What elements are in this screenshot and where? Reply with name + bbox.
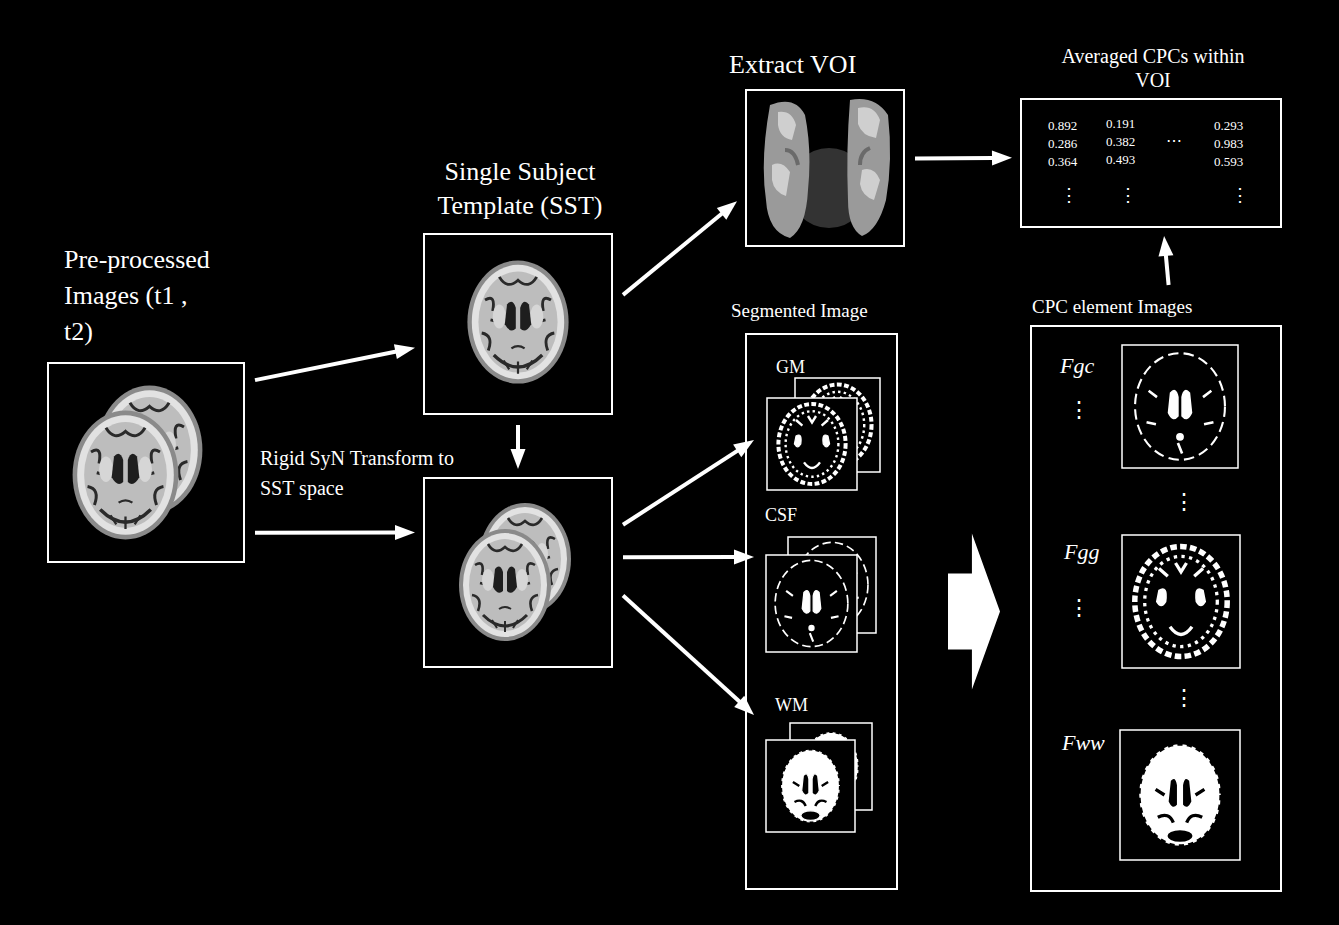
connector-line bbox=[623, 450, 738, 524]
connector bbox=[623, 201, 737, 295]
arrow-head bbox=[395, 525, 415, 540]
cpc-element: Fww bbox=[1058, 727, 1243, 863]
node-heading: GM bbox=[776, 356, 805, 378]
table-cell: 0.493 bbox=[1106, 153, 1135, 167]
connector bbox=[623, 595, 754, 714]
node-heading: Segmented Image bbox=[731, 299, 961, 323]
arrow-head bbox=[511, 449, 526, 469]
node-heading: Fww bbox=[1062, 729, 1105, 757]
node-heading: Pre-processed Images (t1 , t2) bbox=[64, 242, 216, 350]
ellipsis-mark: ⋮ bbox=[1060, 186, 1078, 206]
brain-images bbox=[73, 260, 571, 641]
cpc-images bbox=[1120, 345, 1240, 860]
arrow-head bbox=[992, 150, 1012, 165]
table-cell: 0.286 bbox=[1048, 137, 1077, 151]
table-cell: 0.892 bbox=[1048, 119, 1077, 133]
arrow-head bbox=[733, 440, 754, 457]
connector bbox=[255, 344, 415, 380]
voi-box: Extract VOI bbox=[745, 89, 905, 247]
arrow-head bbox=[734, 550, 754, 565]
cpc-panel: CPC element ImagesFgcFggFww bbox=[1030, 325, 1282, 892]
node-heading: WM bbox=[775, 694, 808, 716]
image-box: Pre-processed Images (t1 , t2) bbox=[47, 362, 245, 563]
block-arrow bbox=[948, 534, 1000, 690]
ellipsis-mark: ⋮ bbox=[1173, 686, 1195, 710]
node-heading: Fgc bbox=[1060, 352, 1094, 380]
table-cell: 0.593 bbox=[1214, 155, 1243, 169]
node-heading: CSF bbox=[765, 504, 797, 526]
connector bbox=[948, 534, 1000, 690]
registered-box: Rigid SyN Transform to SST space bbox=[423, 477, 613, 668]
node-heading: CPC element Images bbox=[1032, 295, 1292, 319]
connector bbox=[255, 525, 415, 540]
connector bbox=[915, 150, 1012, 165]
node-heading: Fgg bbox=[1064, 538, 1099, 566]
connector bbox=[511, 425, 526, 469]
segment-group: GM bbox=[762, 352, 884, 494]
table-cell: 0.983 bbox=[1214, 137, 1243, 151]
connector bbox=[623, 440, 754, 525]
connector bbox=[1158, 236, 1173, 285]
connector-line bbox=[255, 530, 396, 534]
table-cell: 0.364 bbox=[1048, 155, 1077, 169]
template-box: Single Subject Template (SST) bbox=[423, 233, 613, 415]
connector-line bbox=[623, 213, 722, 295]
table-cell: 0.382 bbox=[1106, 135, 1135, 149]
ellipsis-mark: ⋮ bbox=[1068, 398, 1090, 422]
node-heading: Rigid SyN Transform to SST space bbox=[260, 443, 465, 503]
ellipsis-mark: ⋮ bbox=[1231, 186, 1249, 206]
node-heading: Averaged CPCs within VOI bbox=[1053, 44, 1253, 92]
connector-line bbox=[623, 595, 740, 702]
ellipsis-mark: ⋮ bbox=[1119, 186, 1137, 206]
voi-image bbox=[764, 99, 890, 238]
segmented-images bbox=[766, 378, 880, 832]
ellipsis-mark: ⋯ bbox=[1166, 132, 1182, 150]
connector-line bbox=[1166, 255, 1169, 285]
connector-line bbox=[915, 156, 993, 161]
connector-line bbox=[255, 351, 396, 380]
connector-line bbox=[516, 425, 520, 450]
segment-group: CSF bbox=[762, 502, 880, 655]
table-cell: 0.191 bbox=[1106, 117, 1135, 131]
ellipsis-mark: ⋮ bbox=[1068, 596, 1090, 620]
connector-line bbox=[623, 555, 735, 559]
table-cell: 0.293 bbox=[1214, 119, 1243, 133]
node-heading: Extract VOI bbox=[729, 49, 949, 81]
ellipsis-mark: ⋮ bbox=[1173, 490, 1195, 514]
segment-group: WM bbox=[762, 692, 876, 835]
node-heading: Single Subject Template (SST) bbox=[420, 155, 620, 223]
arrow-head bbox=[394, 344, 415, 359]
arrow-head bbox=[1158, 236, 1173, 257]
segmented-panel: Segmented ImageGMCSFWM bbox=[745, 333, 898, 890]
connector bbox=[623, 550, 754, 565]
